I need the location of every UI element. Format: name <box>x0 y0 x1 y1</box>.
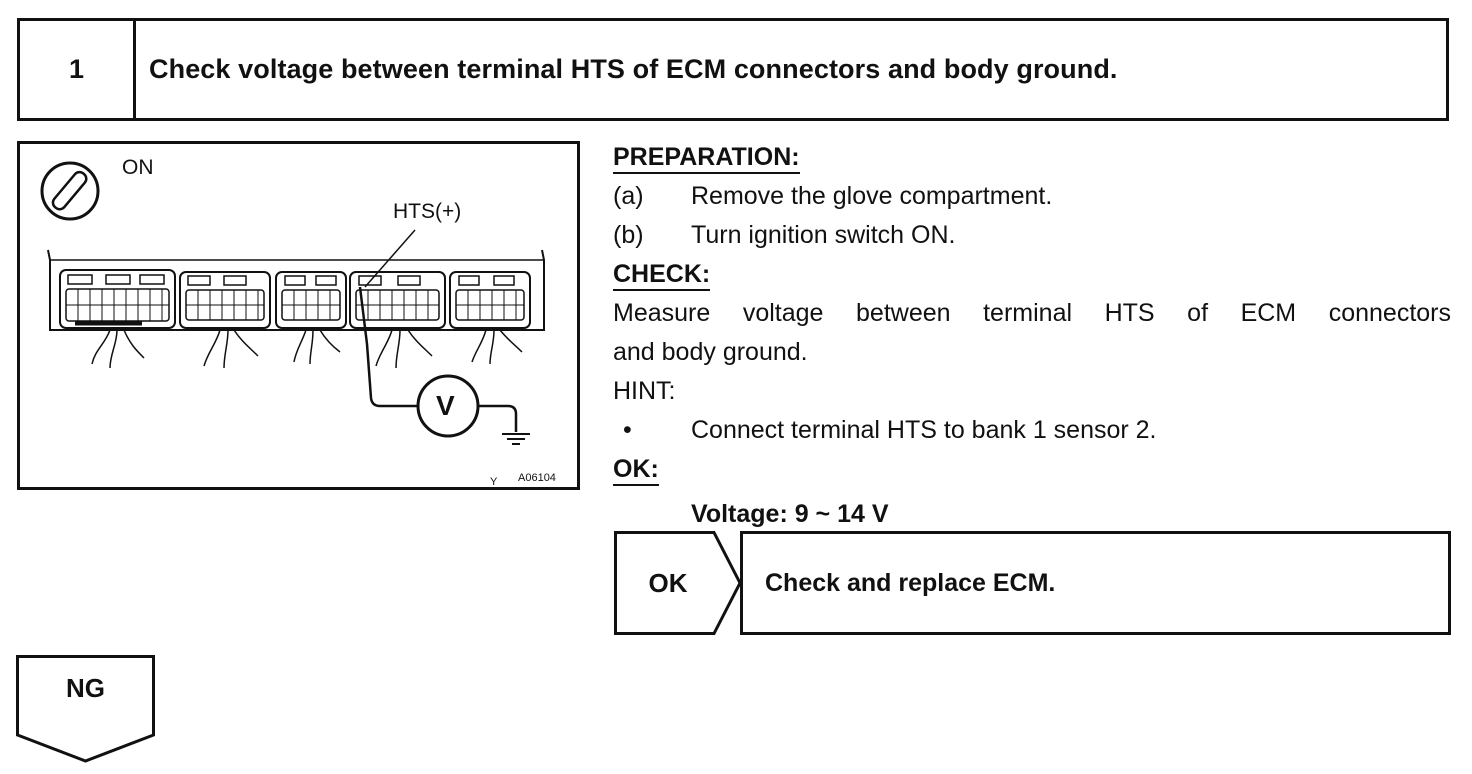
step-marker: (b) <box>613 221 644 249</box>
step-text: Remove the glove compartment. <box>691 182 1053 210</box>
terminal-leader-line <box>364 229 416 288</box>
figure-code: A06104 <box>518 472 556 484</box>
ok-result-label: OK <box>648 567 688 598</box>
step-title: Check voltage between terminal HTS of EC… <box>149 54 1118 84</box>
connector-3 <box>275 271 347 365</box>
hint-text: Connect terminal HTS to bank 1 sensor 2. <box>691 416 1157 444</box>
check-heading: CHECK: <box>613 259 711 291</box>
hint-item: • Connect terminal HTS to bank 1 sensor … <box>613 411 1451 450</box>
step-text: Turn ignition switch ON. <box>691 221 956 249</box>
step-header: 1 Check voltage between terminal HTS of … <box>17 18 1449 121</box>
instructions: PREPARATION: (a) Remove the glove compar… <box>613 138 1451 534</box>
check-text-line-1: Measure voltage between terminal HTS of … <box>613 299 1451 327</box>
voltmeter-symbol: V <box>436 390 455 421</box>
step-marker: (a) <box>613 182 644 210</box>
connector-2 <box>179 271 271 369</box>
corner-mark: Y <box>490 476 498 488</box>
ignition-state-label: ON <box>122 156 154 179</box>
ok-action-box: Check and replace ECM. <box>740 531 1451 635</box>
preparation-heading: PREPARATION: <box>613 142 800 174</box>
step-number: 1 <box>20 21 136 118</box>
ecm-connector-diagram <box>40 161 545 445</box>
ecm-housing <box>47 249 545 331</box>
preparation-step: (b) Turn ignition switch ON. <box>613 216 1451 255</box>
connector-5 <box>449 271 531 365</box>
connector-4 <box>349 271 446 369</box>
check-text-line-2: and body ground. <box>613 338 808 366</box>
voltage-spec: Voltage: 9 ~ 14 V <box>691 500 889 528</box>
terminal-label: HTS(+) <box>393 200 462 223</box>
bullet-icon: • <box>623 416 632 444</box>
ground-symbol-icon <box>502 433 530 445</box>
wiring-illustration: ON HTS(+) V Y A06104 <box>17 141 580 490</box>
connector-1 <box>59 269 176 369</box>
ok-result-tab: OK <box>614 531 742 635</box>
probe-wire <box>358 286 418 408</box>
ng-result-tab: NG <box>16 655 155 763</box>
hint-label: HINT: <box>613 377 676 405</box>
preparation-step: (a) Remove the glove compartment. <box>613 177 1451 216</box>
ground-lead <box>478 404 518 432</box>
ok-heading: OK: <box>613 454 659 486</box>
ng-arrow-shape <box>16 655 155 763</box>
ok-arrow-shape <box>614 531 742 635</box>
ng-result-label: NG <box>66 673 105 703</box>
ignition-key-icon <box>40 161 100 221</box>
